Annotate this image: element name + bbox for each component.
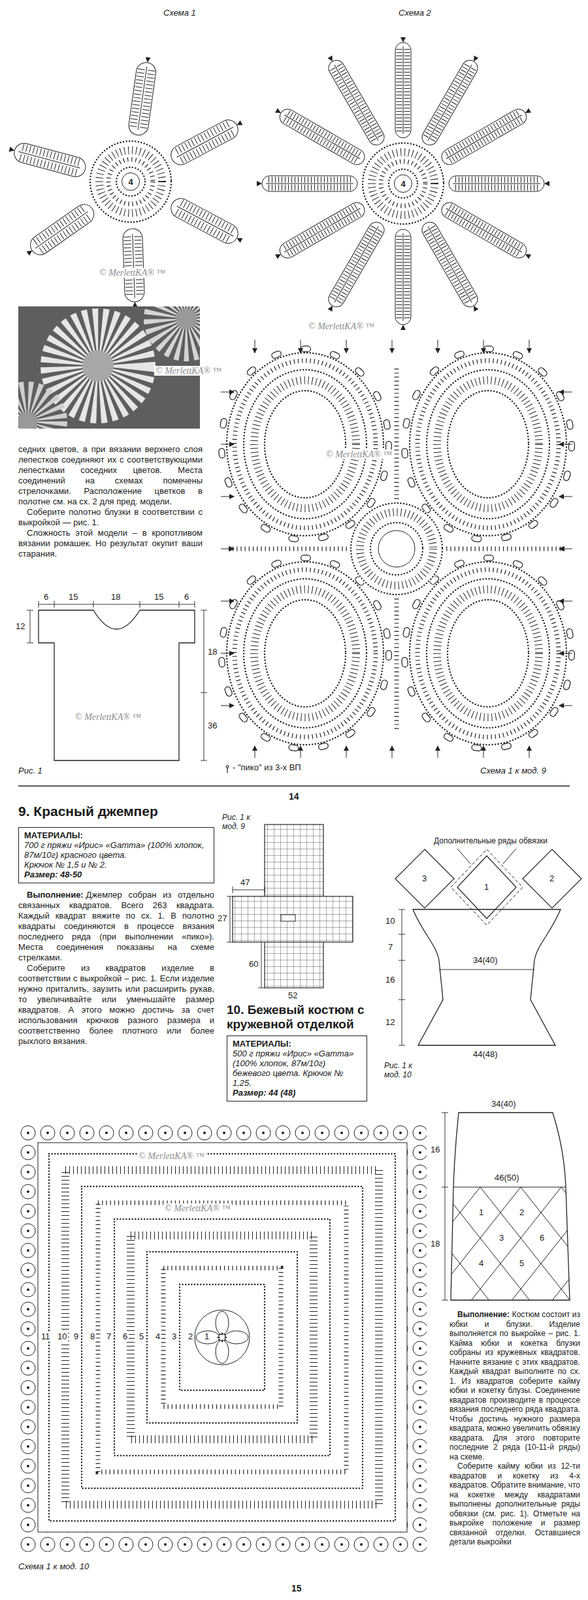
row-number: 5	[137, 1332, 146, 1342]
body-text: Соберите полотно блузки в соответствии с…	[18, 506, 203, 528]
figure-caption: Рис. 1 к мод. 10	[384, 1061, 426, 1080]
box-text: Крючок № 1,5 и № 2.	[24, 859, 209, 870]
text-column: Выполнение:Костюм состоит из юбки и блуз…	[449, 1309, 581, 1548]
row-number: 3	[170, 1332, 178, 1342]
row-number: 2	[186, 1332, 195, 1342]
paragraph: Выполнение:Костюм состоит из юбки и блуз…	[449, 1309, 581, 1462]
body-text: седних цветов, а при вязании верхнего сл…	[18, 444, 203, 507]
row-number: 4	[154, 1332, 162, 1342]
paragraph: Сложность этой модели – в кропотливом вя…	[18, 527, 203, 560]
paragraph: Соберите из квадратов изделие в соответс…	[18, 963, 215, 1047]
box-text: МАТЕРИАЛЫ:	[232, 1038, 362, 1049]
paragraph: Соберите кайму юбки из 12-ти квадратов и…	[449, 1461, 581, 1548]
dimension: 18	[111, 591, 121, 602]
dimension: 15	[154, 591, 164, 602]
text-column: Выполнение:Джемпер собран из отдельно св…	[18, 889, 215, 1047]
row-number: 6	[121, 1332, 129, 1342]
dimension: 10	[385, 915, 395, 926]
dimension: 18	[207, 646, 217, 657]
box-text: МАТЕРИАЛЫ:	[24, 830, 209, 841]
dimension: 6	[184, 591, 189, 602]
square-number: 3	[497, 1232, 506, 1243]
dimension: 18	[430, 1238, 440, 1249]
dimension: 27	[217, 913, 227, 924]
panel-number: 3	[422, 873, 427, 884]
square-number: 2	[518, 1207, 526, 1218]
figure-caption: Рис. 1 к мод. 9	[222, 812, 264, 832]
panel-number: 1	[484, 882, 489, 892]
dimension: 36	[207, 720, 217, 731]
watermark: © MerlettKA® ™	[137, 1151, 206, 1161]
watermark: © MerlettKA® ™	[98, 267, 167, 278]
materials-box: МАТЕРИАЛЫ:500 г пряжи «Ирис» «Gamma» (10…	[226, 1035, 368, 1102]
body-text: Сложность этой модели – в кропотливом вя…	[18, 527, 203, 559]
row-number: 7	[105, 1332, 113, 1342]
dimension: 52	[288, 990, 298, 1001]
body-text: Соберите кайму юбки из 12-ти квадратов и…	[449, 1461, 581, 1547]
model-title: 10. Бежевый костюм с кружевной отделкой	[226, 1002, 376, 1032]
dimension: 12	[385, 1017, 395, 1028]
body-text: Соберите из квадратов изделие в соответс…	[18, 963, 215, 1046]
figure-caption: Рис. 1	[18, 765, 43, 776]
dimension: 16	[385, 974, 395, 985]
paragraph: седних цветов, а при вязании верхнего сл…	[18, 444, 203, 507]
row-number: 10	[56, 1332, 68, 1342]
box-text: 4	[400, 179, 406, 189]
row-number: 9	[72, 1332, 80, 1342]
materials-box: МАТЕРИАЛЫ:700 г пряжи «Ирис» «Gamma» (10…	[18, 827, 215, 884]
box-text: 500 г пряжи «Ирис» «Gamma» (100% хлопок,…	[232, 1048, 362, 1088]
square-number: 4	[477, 1258, 485, 1269]
schema-title: Схема 1	[163, 7, 196, 18]
panel-number: 2	[549, 873, 555, 884]
row-number: 1	[203, 1332, 211, 1342]
dimension: 46(50)	[494, 1172, 520, 1183]
note: Дополнительные ряды обвязки	[433, 836, 548, 846]
dimension: 44(48)	[473, 1049, 498, 1060]
watermark: © MerlettKA® ™	[163, 1203, 232, 1214]
dimension: 34(40)	[491, 1098, 517, 1109]
body-text: Выполнение:	[26, 889, 84, 900]
paragraph: Соберите полотно блузки в соответствии с…	[18, 506, 203, 528]
box-text: Размер: 44 (48)	[232, 1087, 362, 1098]
dimension: 34(40)	[471, 955, 500, 965]
watermark: © MerlettKA® ™	[307, 321, 376, 332]
row-number: 8	[88, 1332, 97, 1342]
center-ring: 4	[121, 172, 140, 191]
dimension: 47	[240, 877, 250, 888]
text-column: седних цветов, а при вязании верхнего сл…	[18, 444, 203, 560]
body-text: Джемпер собран из отдельно связанных ква…	[18, 889, 215, 963]
watermark: © MerlettKA® ™	[324, 449, 394, 460]
page-number: 14	[288, 791, 300, 802]
row-number: 11	[39, 1332, 52, 1342]
body-text: Выполнение:	[457, 1309, 510, 1320]
dimension: 7	[388, 942, 393, 952]
dimension: 16	[430, 1144, 440, 1155]
square-number: 5	[518, 1258, 526, 1269]
box-text: 700 г пряжи «Ирис» «Gamma» (100% хлопок,…	[24, 840, 209, 860]
watermark: © MerlettKA® ™	[75, 712, 142, 722]
figure-caption: Схема 1 к мод. 9	[480, 765, 547, 776]
box-text: Размер: 48-50	[24, 869, 209, 880]
legend-text: - "пико" из 3-х ВП	[232, 762, 302, 773]
schema-title: Схема 2	[398, 7, 432, 18]
watermark: © MerlettKA® ™	[154, 365, 223, 376]
body-text: Костюм состоит из юбки и блузки. Изделие…	[449, 1309, 581, 1462]
page-number: 15	[291, 1583, 302, 1594]
paragraph: Выполнение:Джемпер собран из отдельно св…	[18, 889, 215, 964]
dimension: 12	[15, 621, 25, 632]
box-text: 4	[128, 177, 133, 187]
square-number: 6	[538, 1232, 546, 1243]
dimension: 6	[43, 591, 49, 602]
center-ring: 4	[393, 174, 413, 193]
dimension: 15	[68, 591, 78, 602]
model-title: 9. Красный джемпер	[18, 803, 159, 820]
dimension: 60	[248, 959, 259, 969]
legend-item: - "пико" из 3-х ВП	[232, 762, 302, 773]
square-number: 1	[477, 1207, 485, 1218]
figure-caption: Схема 1 к мод. 10	[18, 1561, 89, 1572]
